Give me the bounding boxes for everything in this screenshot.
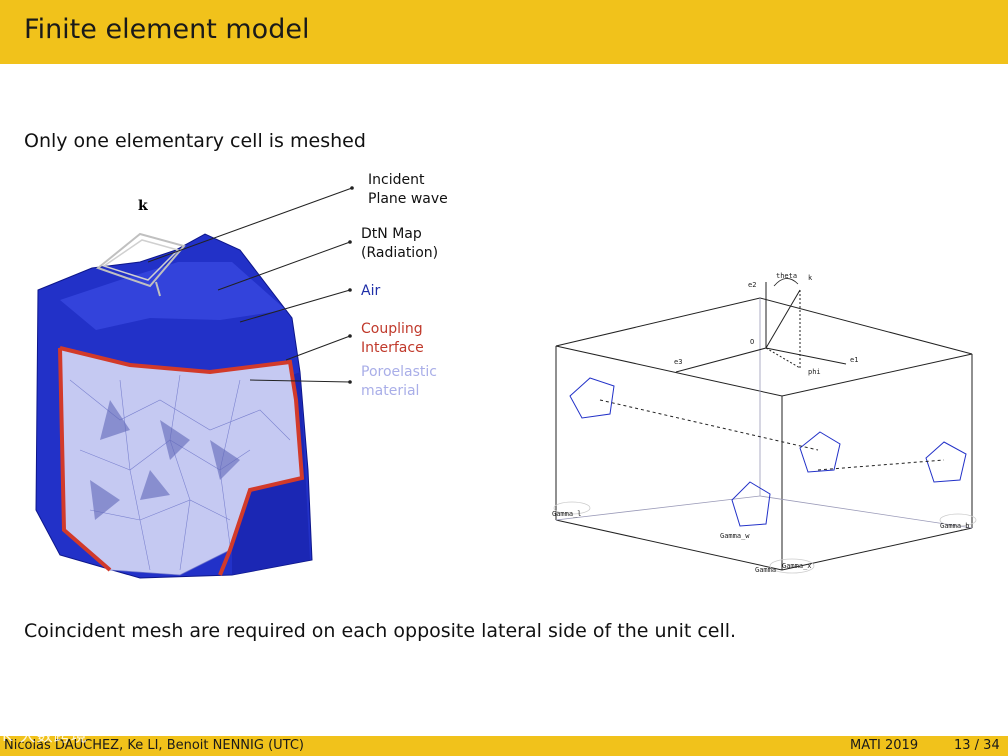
gamma-b: Gamma_b	[940, 522, 970, 530]
mesh-patches	[570, 378, 966, 526]
axis-phi: phi	[808, 368, 821, 376]
label-air: Air	[361, 282, 380, 301]
footer-bar: Nicolas DAUCHEZ, Ke LI, Benoit NENNIG (U…	[0, 736, 1008, 756]
gamma-l: Gamma_l	[552, 510, 582, 518]
footer-conference: MATI 2019	[850, 736, 918, 756]
unit-cell-box	[556, 298, 972, 570]
periodic-links	[600, 400, 944, 470]
axis-e3: e3	[674, 358, 682, 366]
label-incident: Incident Plane wave	[368, 171, 448, 209]
conclusion-text: Coincident mesh are required on each opp…	[24, 620, 736, 642]
axis-theta: theta	[776, 272, 797, 280]
axis-e1: e1	[850, 356, 858, 364]
gamma-w: Gamma_w	[720, 532, 750, 540]
label-coupling: Coupling Interface	[361, 320, 424, 358]
axis-k: k	[808, 274, 813, 282]
gamma: Gamma	[755, 566, 776, 574]
label-poroelastic: Poroelastic material	[361, 363, 437, 401]
k-label: k	[138, 198, 148, 214]
gamma-x: Gamma_x	[782, 562, 812, 570]
watermark: K 大数跨境	[2, 722, 88, 746]
axis-origin: O	[750, 338, 754, 346]
axes	[676, 282, 846, 372]
footer-page-number: 13 / 34	[954, 736, 1000, 756]
axis-e2: e2	[748, 281, 756, 289]
label-dtn-map: DtN Map (Radiation)	[361, 225, 438, 263]
